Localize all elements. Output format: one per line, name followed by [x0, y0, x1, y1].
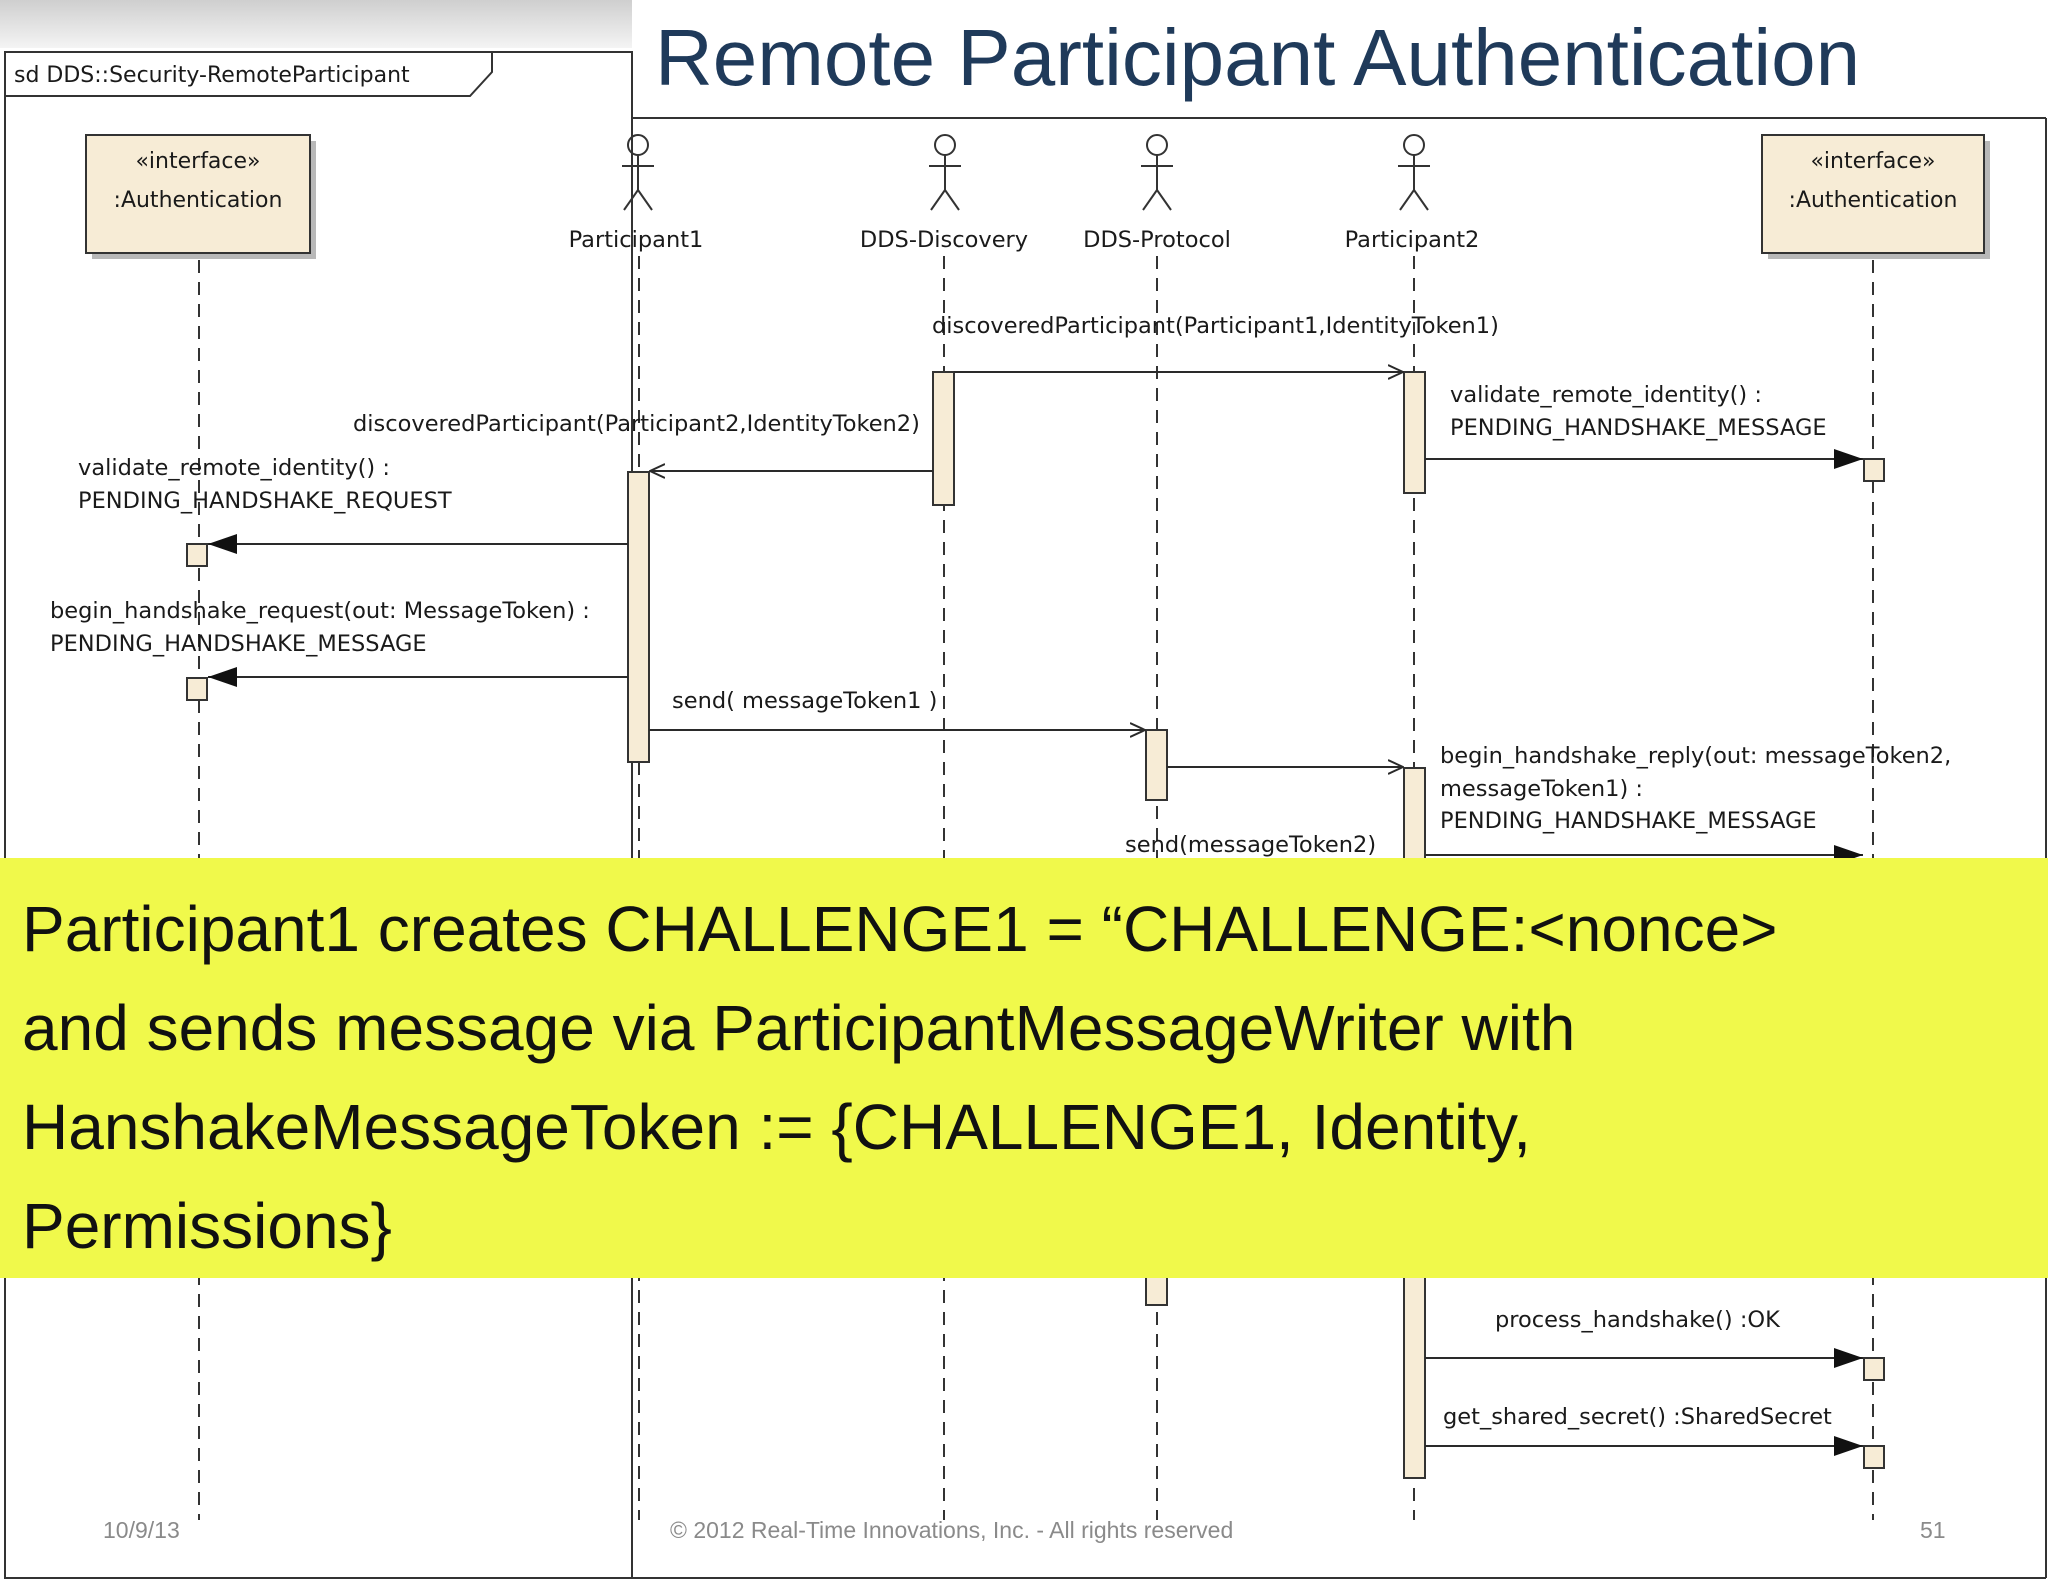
footer-copyright: © 2012 Real-Time Innovations, Inc. - All…: [670, 1517, 1234, 1543]
page-number: 51: [1920, 1517, 1946, 1543]
lifeline-label-dds-protocol: DDS-Protocol: [1083, 227, 1231, 253]
message-label: process_handshake() :OK: [1495, 1307, 1781, 1333]
activation-dds-protocol-1: [1145, 729, 1168, 801]
actor-icon-dds-discovery: [929, 134, 961, 211]
lifeline-head-authentication-left: «interface» :Authentication: [85, 134, 316, 259]
return-box: [186, 543, 208, 567]
message-label: get_shared_secret() :SharedSecret: [1443, 1404, 1832, 1430]
window-top-band: [0, 0, 632, 48]
diagram-frame: sd DDS::Security-RemoteParticipant: [4, 51, 2047, 1579]
banner-line: HanshakeMessageToken := {CHALLENGE1, Ide…: [22, 1091, 1531, 1163]
activation-participant2-1: [1403, 371, 1426, 494]
message-arrows: [208, 372, 1863, 1456]
stereotype-label: «interface»: [135, 149, 260, 174]
actor-icon-participant1: [622, 134, 654, 211]
message-label: PENDING_HANDSHAKE_MESSAGE: [1440, 808, 1817, 834]
message-label: PENDING_HANDSHAKE_MESSAGE: [1450, 415, 1827, 441]
actor-icon-participant2: [1398, 134, 1430, 211]
return-box: [1863, 1357, 1885, 1381]
return-box: [1863, 1445, 1885, 1469]
footer-date: 10/9/13: [103, 1517, 180, 1543]
lifeline-label-participant1: Participant1: [569, 227, 704, 253]
return-box: [186, 677, 208, 701]
message-label: send( messageToken1 ): [672, 688, 937, 714]
message-label: discoveredParticipant(Participant1,Ident…: [932, 313, 1499, 339]
banner-line: Participant1 creates CHALLENGE1 = “CHALL…: [22, 893, 1778, 965]
lifeline-head-authentication-right: «interface» :Authentication: [1761, 134, 1990, 259]
activation-participant1: [627, 471, 650, 763]
banner-line: Permissions}: [22, 1190, 392, 1262]
message-label: validate_remote_identity() :: [78, 455, 390, 481]
lifeline-name: :Authentication: [114, 188, 283, 213]
message-label: messageToken1) :: [1440, 776, 1643, 802]
highlight-banner: [0, 858, 2048, 1278]
message-labels: discoveredParticipant(Participant1,Ident…: [50, 313, 1951, 1430]
message-label: begin_handshake_request(out: MessageToke…: [50, 598, 590, 624]
message-label: send(messageToken2): [1125, 832, 1376, 858]
lifeline-label-dds-discovery: DDS-Discovery: [860, 227, 1028, 253]
frame-label: sd DDS::Security-RemoteParticipant: [14, 63, 410, 88]
actor-icon-dds-protocol: [1141, 134, 1173, 211]
slide-title: Remote Participant Authentication: [655, 13, 1861, 102]
banner-line: and sends message via ParticipantMessage…: [22, 992, 1576, 1064]
return-box: [1863, 458, 1885, 482]
message-label: PENDING_HANDSHAKE_MESSAGE: [50, 631, 427, 657]
activation-dds-protocol-2: [1145, 1274, 1168, 1306]
lifeline-label-participant2: Participant2: [1345, 227, 1480, 253]
lifeline-name: :Authentication: [1789, 188, 1958, 213]
message-label: discoveredParticipant(Participant2,Ident…: [353, 411, 920, 437]
message-label: validate_remote_identity() :: [1450, 382, 1762, 408]
activation-dds-discovery: [932, 371, 955, 506]
return-boxes: [186, 458, 1885, 1469]
banner-text: Participant1 creates CHALLENGE1 = “CHALL…: [22, 880, 2032, 1276]
message-label: begin_handshake_reply(out: messageToken2…: [1440, 743, 1951, 769]
message-label: PENDING_HANDSHAKE_REQUEST: [78, 488, 452, 514]
stereotype-label: «interface»: [1810, 149, 1935, 174]
